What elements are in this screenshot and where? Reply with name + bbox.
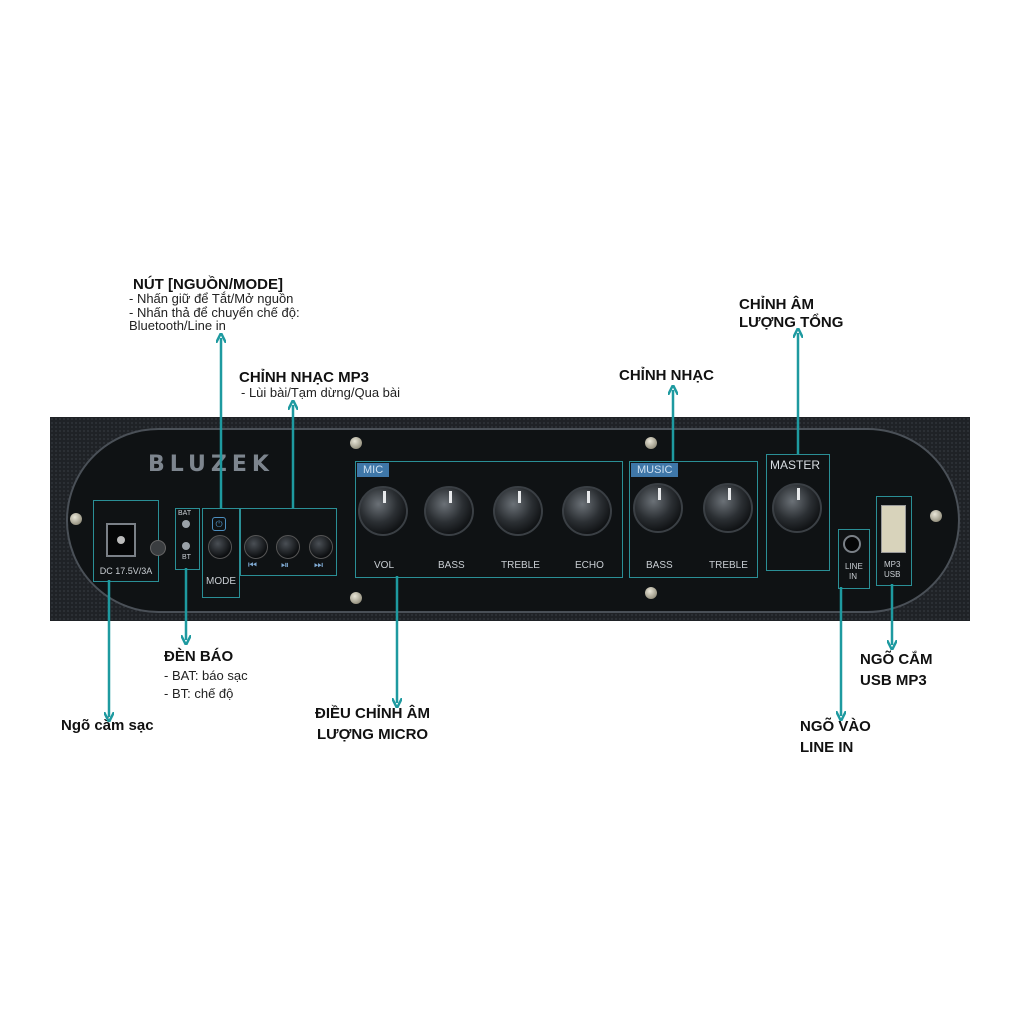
usb-title-line-1: NGÕ CẮM	[860, 651, 933, 668]
usb-label-1: MP3	[884, 560, 901, 569]
power-mode-line-1: - Nhấn giữ để Tắt/Mở nguồn	[129, 291, 294, 306]
brand-logo: BLUZEK	[148, 452, 274, 477]
prev-icon: ⏮	[248, 560, 257, 571]
music-title: CHỈNH NHẠC	[619, 367, 714, 384]
screw-bottom-music	[645, 587, 657, 599]
master-label: MASTER	[770, 458, 821, 472]
led-line-1: - BAT: báo sạc	[164, 668, 248, 683]
mp3-line-1: - Lùi bài/Tạm dừng/Qua bài	[241, 385, 401, 400]
power-mode-title: NÚT [NGUỒN/MODE]	[133, 276, 283, 293]
led-bt-label: BT	[182, 554, 191, 561]
master-title-line-2: LƯỢNG TỔNG	[739, 314, 844, 331]
music-treble-label: TREBLE	[709, 560, 748, 571]
mic-vol-knob[interactable]	[358, 486, 408, 536]
mic-title-line-1: ĐIỀU CHỈNH ÂM	[315, 705, 430, 722]
master-knob[interactable]	[772, 483, 822, 533]
mode-box	[202, 508, 240, 598]
mic-bass-knob[interactable]	[424, 486, 474, 536]
led-title: ĐÈN BÁO	[164, 648, 234, 665]
mic-vol-label: VOL	[374, 560, 395, 571]
screw-top-mic	[350, 437, 362, 449]
mic-echo-label: ECHO	[575, 560, 604, 571]
screw-right	[930, 510, 942, 522]
next-button[interactable]	[309, 535, 333, 559]
usb-label-2: USB	[884, 570, 901, 579]
mic-tag: MIC	[357, 463, 390, 477]
power-mode-line-2: - Nhấn thả để chuyển chế độ:	[129, 305, 300, 320]
mode-label: MODE	[206, 576, 236, 587]
mp3-title: CHỈNH NHẠC MP3	[239, 369, 370, 386]
mic-section-box	[355, 461, 623, 578]
usb-title-line-2: USB MP3	[860, 672, 927, 689]
play-pause-icon: ⏯	[281, 560, 289, 571]
line-in-title-line-1: NGÕ VÀO	[800, 718, 871, 735]
prev-button[interactable]	[244, 535, 268, 559]
master-title-line-1: CHỈNH ÂM	[739, 296, 814, 313]
mic-treble-label: TREBLE	[501, 560, 540, 571]
next-icon: ⏭	[314, 560, 323, 571]
music-treble-knob[interactable]	[703, 483, 753, 533]
line-in-label-1: LINE	[845, 562, 863, 571]
led-line-2: - BT: chế độ	[164, 686, 234, 701]
dc-label: DC 17.5V/3A	[99, 566, 153, 576]
mic-title-line-2: LƯỢNG MICRO	[317, 726, 429, 743]
mp3-box	[240, 508, 337, 576]
led-bat-label: BAT	[178, 510, 192, 517]
line-in-label-2: IN	[849, 572, 857, 581]
music-section-box	[629, 461, 758, 578]
led-bt	[182, 542, 190, 550]
mic-treble-knob[interactable]	[493, 486, 543, 536]
led-bat	[182, 520, 190, 528]
usb-box	[876, 496, 912, 586]
power-icon: ⏻	[212, 517, 226, 531]
music-bass-knob[interactable]	[633, 483, 683, 533]
screw-small	[150, 540, 166, 556]
line-in-title-line-2: LINE IN	[800, 739, 854, 756]
mode-button[interactable]	[208, 535, 232, 559]
usb-port[interactable]	[881, 505, 906, 553]
screw-bottom-mic	[350, 592, 362, 604]
line-in-box	[838, 529, 870, 589]
play-pause-button[interactable]	[276, 535, 300, 559]
mic-bass-label: BASS	[438, 560, 465, 571]
screw-top-music	[645, 437, 657, 449]
screw-left	[70, 513, 82, 525]
music-bass-label: BASS	[646, 560, 673, 571]
led-box	[175, 508, 200, 570]
master-section-box	[766, 454, 830, 571]
power-mode-line-3: Bluetooth/Line in	[129, 318, 226, 333]
music-tag: MUSIC	[631, 463, 679, 477]
mic-echo-knob[interactable]	[562, 486, 612, 536]
dc-jack[interactable]	[106, 523, 136, 557]
line-in-jack[interactable]	[843, 535, 861, 553]
charge-title: Ngõ cắm sạc	[61, 717, 154, 734]
